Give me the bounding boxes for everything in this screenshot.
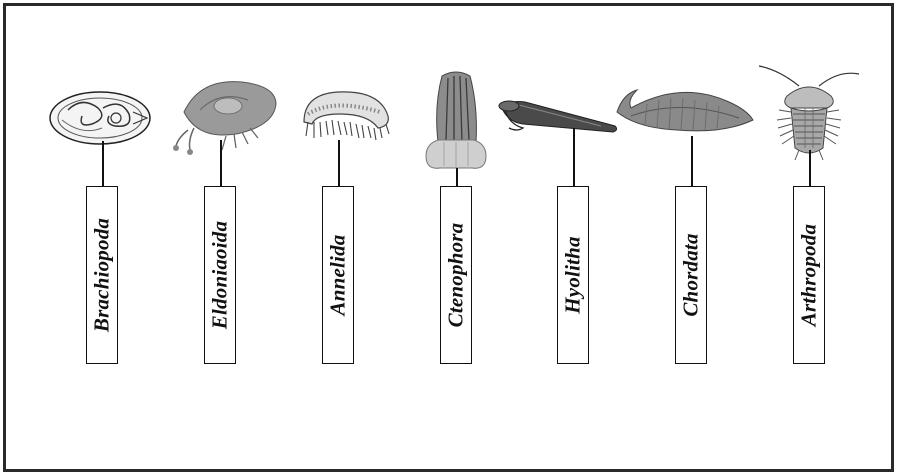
label-box: Arthropoda <box>793 186 825 364</box>
connector-line <box>809 150 811 186</box>
connector-line <box>456 168 458 186</box>
taxon-label: Arthropoda <box>797 224 822 326</box>
taxon-annelida: Annelida <box>284 0 394 470</box>
label-box: Annelida <box>322 186 354 364</box>
taxon-eldoniaoida: Eldoniaoida <box>166 0 276 470</box>
taxon-chordata: Chordata <box>637 0 747 470</box>
taxon-label: Hyolitha <box>561 236 586 313</box>
connector-line <box>691 136 693 186</box>
taxon-arthropoda: Arthropoda <box>755 0 865 470</box>
taxon-label: Ctenophora <box>444 223 469 328</box>
connector-line <box>573 128 575 186</box>
connector-line <box>102 141 104 186</box>
taxon-label: Annelida <box>326 235 351 316</box>
label-box: Eldoniaoida <box>204 186 236 364</box>
taxon-hyolitha: Hyolitha <box>519 0 629 470</box>
taxon-ctenophora: Ctenophora <box>402 0 512 470</box>
label-box: Ctenophora <box>440 186 472 364</box>
taxon-label: Chordata <box>679 233 704 316</box>
label-box: Brachiopoda <box>86 186 118 364</box>
connector-line <box>220 140 222 186</box>
label-box: Chordata <box>675 186 707 364</box>
taxon-label: Eldoniaoida <box>208 221 233 329</box>
connector-line <box>338 140 340 186</box>
label-box: Hyolitha <box>557 186 589 364</box>
taxon-label: Brachiopoda <box>90 218 115 332</box>
taxon-brachiopoda: Brachiopoda <box>48 0 158 470</box>
